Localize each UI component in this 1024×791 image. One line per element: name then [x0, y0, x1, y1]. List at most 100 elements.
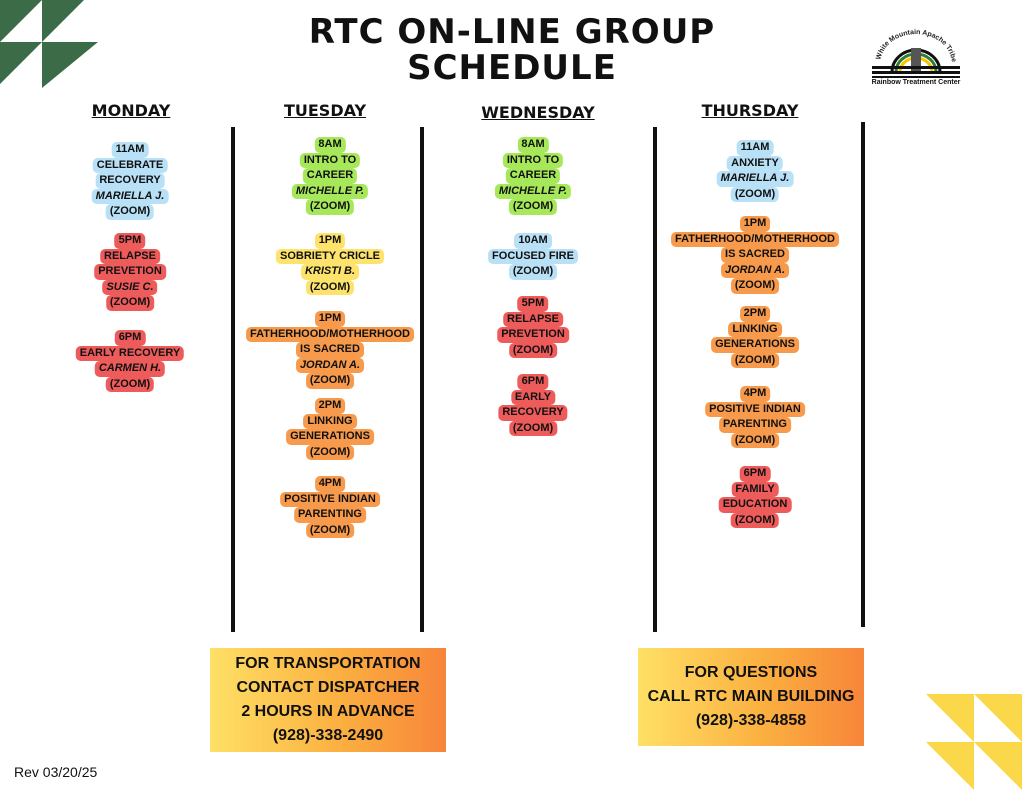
- session-title: EDUCATION: [718, 497, 792, 513]
- transport-line: FOR TRANSPORTATION: [235, 655, 421, 672]
- session-zoom-tag: (ZOOM): [105, 376, 155, 392]
- session-title: IS SACRED: [721, 247, 789, 263]
- session-title: SOBRIETY CRICLE: [275, 248, 385, 264]
- session-title: PARENTING: [294, 507, 366, 523]
- session-title: PARENTING: [719, 417, 791, 433]
- session-title: FOCUSED FIRE: [488, 248, 578, 264]
- session-zoom-tag: (ZOOM): [730, 352, 780, 368]
- session-title: CAREER: [505, 168, 561, 184]
- title-line-2: SCHEDULE: [407, 48, 617, 88]
- session-title: RELAPSE: [100, 248, 160, 264]
- session-title: POSITIVE INDIAN: [280, 491, 380, 507]
- session-zoom-tag: (ZOOM): [305, 444, 355, 460]
- session-title: INTRO TO: [502, 152, 564, 168]
- session-facilitator: MARIELLA J.: [91, 188, 169, 204]
- session-title: ANXIETY: [727, 155, 783, 171]
- session-title: CELEBRATE: [92, 157, 168, 173]
- transport-line: CONTACT DISPATCHER: [236, 679, 420, 696]
- transportation-info-box: FOR TRANSPORTATION CONTACT DISPATCHER 2 …: [210, 648, 446, 752]
- session-zoom-tag: (ZOOM): [305, 373, 355, 389]
- session-zoom-tag: (ZOOM): [730, 278, 780, 294]
- session-zoom-tag: (ZOOM): [508, 342, 558, 358]
- session-time: 4PM: [739, 386, 771, 402]
- session-time: 6PM: [114, 330, 146, 346]
- column-divider: [653, 127, 657, 632]
- session-title: EARLY RECOVERY: [75, 345, 185, 361]
- session-zoom-tag: (ZOOM): [508, 199, 558, 215]
- logo-caption: Rainbow Treatment Center: [871, 79, 961, 86]
- session-title: PREVETION: [94, 264, 166, 280]
- day-header-thursday: THURSDAY: [701, 101, 799, 120]
- rtc-logo: White Mountain Apache Tribe Rainbow Trea…: [866, 28, 966, 90]
- session-zoom-tag: (ZOOM): [305, 522, 355, 538]
- page-title: RTC ON-LINE GROUP SCHEDULE: [0, 14, 1024, 86]
- session-facilitator: JORDAN A.: [720, 262, 790, 278]
- session-title: FAMILY: [731, 481, 779, 497]
- session-time: 10AM: [514, 233, 552, 249]
- questions-info-box: FOR QUESTIONS CALL RTC MAIN BUILDING (92…: [638, 648, 864, 746]
- column-divider: [231, 127, 235, 632]
- session-time: 2PM: [739, 306, 771, 322]
- session-title: LINKING: [303, 413, 357, 429]
- session-time: 11AM: [111, 142, 149, 158]
- session-title: GENERATIONS: [711, 337, 799, 353]
- session-time: 11AM: [736, 140, 774, 156]
- column-divider: [861, 122, 865, 627]
- session-facilitator: MICHELLE P.: [291, 183, 369, 199]
- day-header-tuesday: TUESDAY: [283, 101, 367, 120]
- session-title: RECOVERY: [498, 405, 568, 421]
- session-facilitator: MICHELLE P.: [494, 183, 572, 199]
- column-divider: [420, 127, 424, 632]
- session-title: RELAPSE: [503, 311, 563, 327]
- session-time: 2PM: [314, 398, 346, 414]
- session-time: 1PM: [314, 311, 346, 327]
- questions-phone: (928)-338-4858: [695, 712, 807, 729]
- corner-decoration-green: [0, 0, 98, 88]
- session-zoom-tag: (ZOOM): [730, 512, 780, 528]
- rainbow-crown-dancer-icon: White Mountain Apache Tribe: [872, 29, 960, 78]
- session-facilitator: JORDAN A.: [295, 357, 365, 373]
- session-time: 6PM: [517, 374, 549, 390]
- session-time: 5PM: [114, 233, 146, 249]
- session-title: POSITIVE INDIAN: [705, 401, 805, 417]
- session-title: LINKING: [728, 321, 782, 337]
- day-header-monday: MONDAY: [91, 101, 171, 120]
- revision-date: Rev 03/20/25: [14, 764, 98, 780]
- transport-phone: (928)-338-2490: [272, 727, 384, 744]
- questions-line: CALL RTC MAIN BUILDING: [647, 688, 855, 705]
- session-zoom-tag: (ZOOM): [105, 295, 155, 311]
- session-zoom-tag: (ZOOM): [105, 204, 155, 220]
- session-facilitator: SUSIE C.: [102, 279, 158, 295]
- session-zoom-tag: (ZOOM): [305, 279, 355, 295]
- transport-line: 2 HOURS IN ADVANCE: [241, 703, 415, 720]
- session-title: EARLY: [510, 389, 556, 405]
- session-time: 1PM: [314, 233, 346, 249]
- questions-line: FOR QUESTIONS: [684, 664, 818, 681]
- session-title: INTRO TO: [299, 152, 361, 168]
- session-time: 5PM: [517, 296, 549, 312]
- session-facilitator: CARMEN H.: [94, 361, 166, 377]
- session-time: 8AM: [517, 137, 549, 153]
- session-title: RECOVERY: [95, 173, 165, 189]
- session-zoom-tag: (ZOOM): [730, 432, 780, 448]
- session-zoom-tag: (ZOOM): [730, 186, 780, 202]
- session-zoom-tag: (ZOOM): [305, 199, 355, 215]
- corner-decoration-yellow: [926, 694, 1022, 790]
- session-time: 1PM: [739, 216, 771, 232]
- session-zoom-tag: (ZOOM): [508, 264, 558, 280]
